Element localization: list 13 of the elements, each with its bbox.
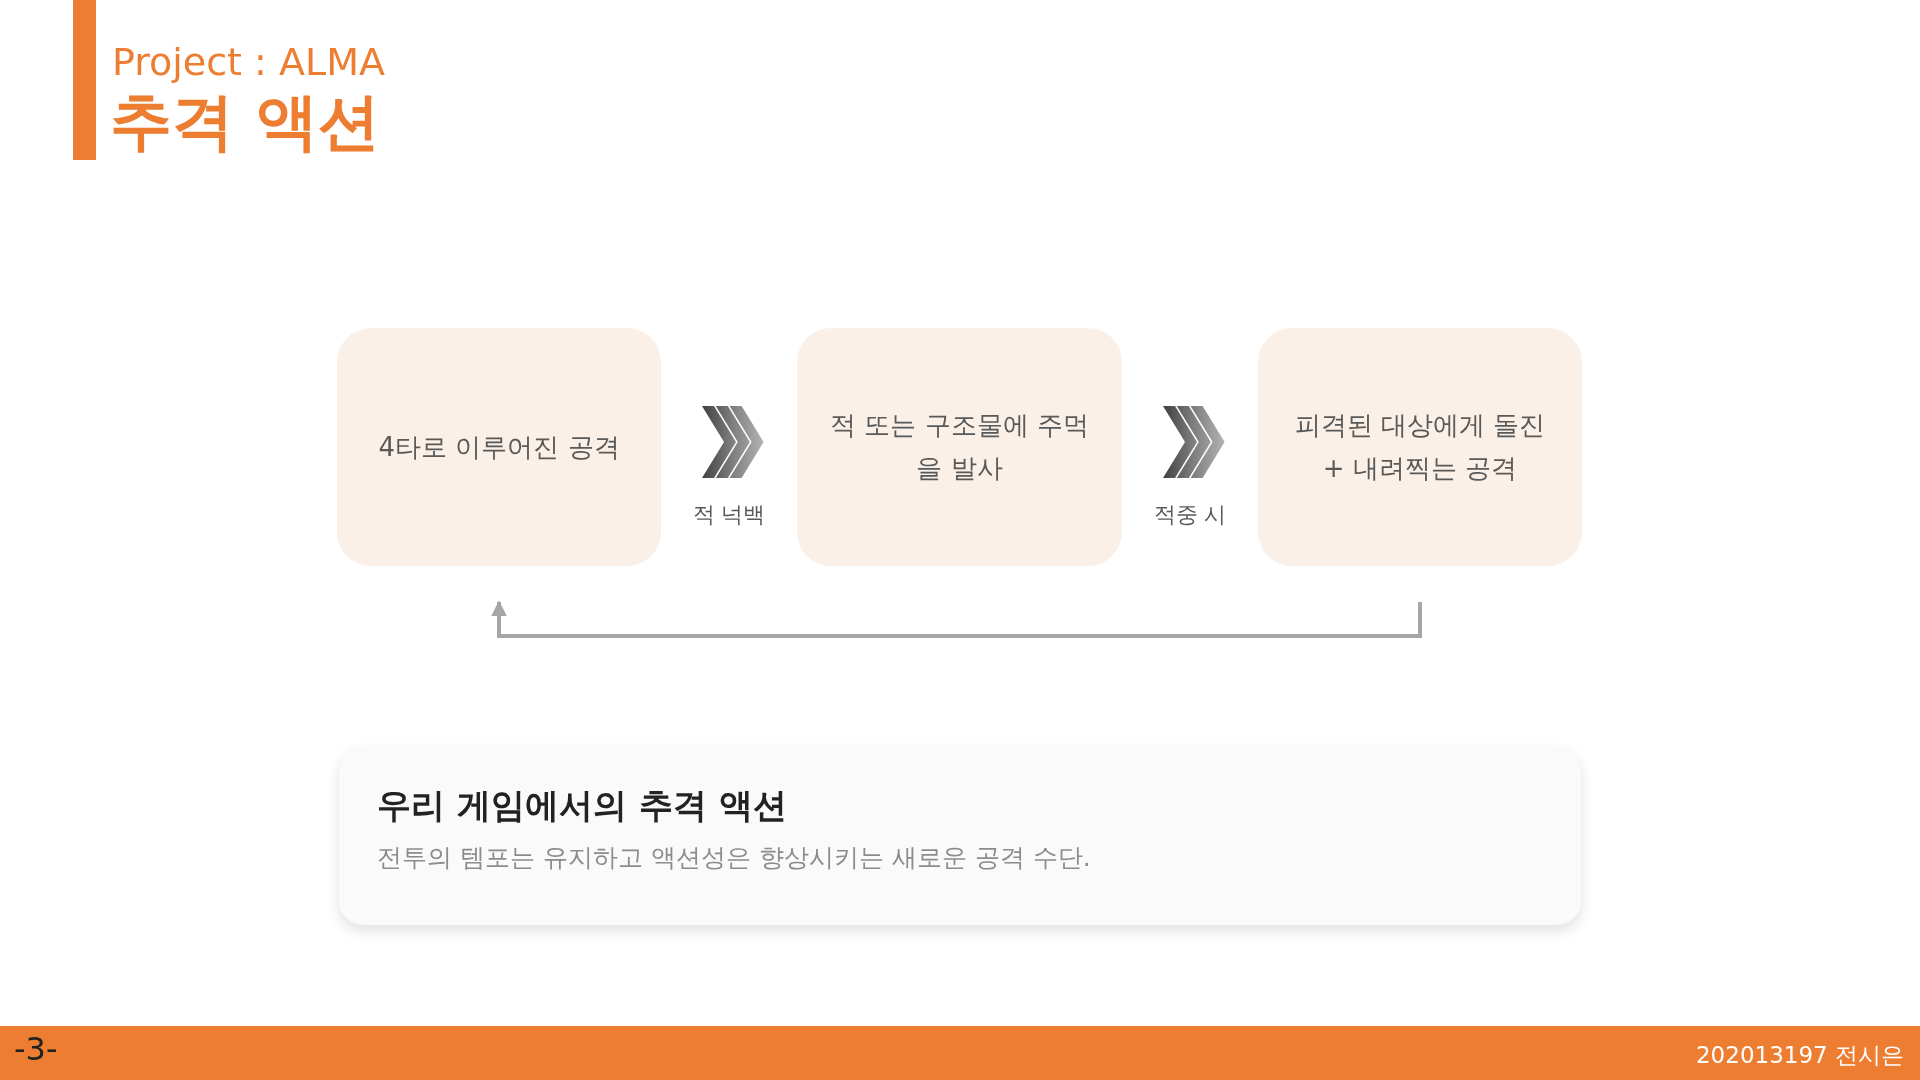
chevron-arrow <box>702 406 764 478</box>
subtitle: Project : ALMA <box>112 40 385 84</box>
card-description: 전투의 템포는 유지하고 액션성은 향상시키는 새로운 공격 수단. <box>377 842 1092 874</box>
box-text: 적 또는 구조물에 주먹을 발사 <box>829 409 1090 485</box>
info-card <box>339 747 1581 925</box>
author-text: 202013197 전시은 <box>1696 1041 1904 1070</box>
page-number: -3- <box>14 1030 58 1068</box>
box-text: 4타로 이루어진 공격 <box>378 430 620 464</box>
box-text: 피격된 대상에게 돌진 + 내려찍는 공격 <box>1293 409 1547 485</box>
chevron-arrow <box>1163 406 1225 478</box>
card-heading: 우리 게임에서의 추격 액션 <box>377 784 788 827</box>
title: 추격 액션 <box>110 84 380 160</box>
return-arrow <box>491 600 1422 638</box>
